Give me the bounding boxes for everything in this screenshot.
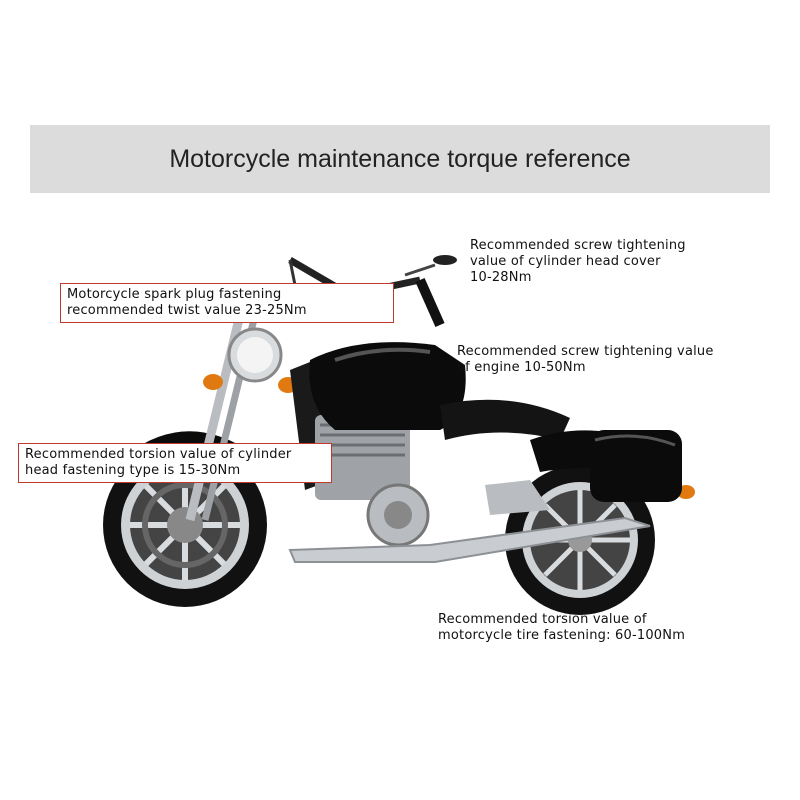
- label-cylinder-head-fastening-torque: Recommended torsion value of cylinder he…: [18, 443, 332, 483]
- label-cylinder-head-cover-torque: Recommended screw tightening value of cy…: [470, 238, 686, 285]
- page-title: Motorcycle maintenance torque reference: [169, 144, 631, 173]
- label-engine-torque: Recommended screw tightening value of en…: [457, 344, 714, 375]
- title-banner: Motorcycle maintenance torque reference: [30, 125, 770, 193]
- label-tire-fastening-torque: Recommended torsion value of motorcycle …: [438, 612, 686, 643]
- label-spark-plug-torque: Motorcycle spark plug fastening recommen…: [60, 283, 394, 323]
